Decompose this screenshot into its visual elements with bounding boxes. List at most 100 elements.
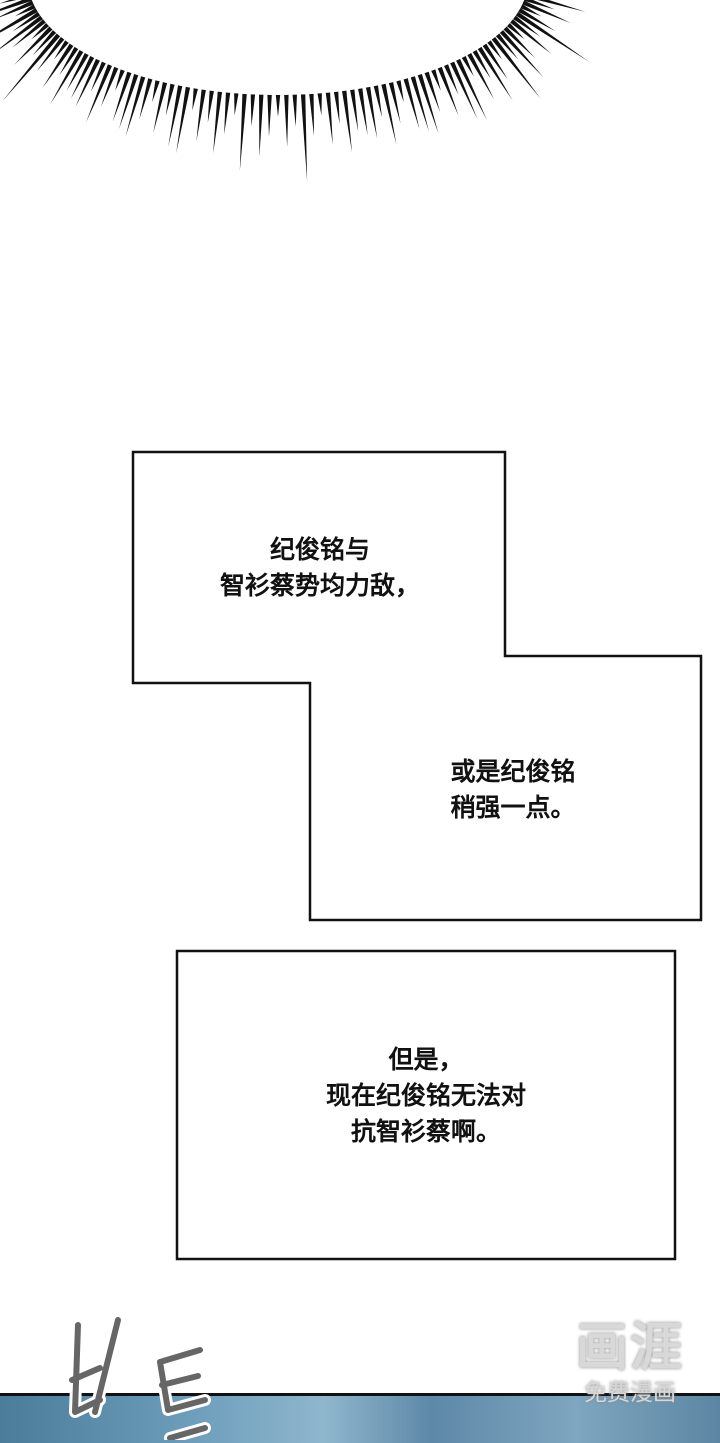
burst-ray <box>213 91 223 154</box>
burst-ray <box>396 80 404 103</box>
burst-ray <box>515 11 590 62</box>
burst-ray <box>373 85 382 118</box>
burst-ray <box>259 94 264 157</box>
burst-ray <box>14 26 53 65</box>
caption-line: 稍强一点。 <box>450 793 576 822</box>
burst-ray <box>50 49 84 105</box>
burst-ray <box>15 4 36 17</box>
caption-line: 抗智衫蔡啊。 <box>350 1117 501 1146</box>
caption-1: 纪俊铭与 智衫蔡势均力敌， <box>200 532 440 604</box>
burst-ray <box>0 0 33 11</box>
burst-ray <box>333 91 340 124</box>
burst-ray <box>424 71 441 113</box>
burst-ray <box>365 86 378 139</box>
burst-ray <box>100 66 119 107</box>
burst-ray <box>410 76 429 132</box>
burst-ray <box>165 83 175 116</box>
burst-ray <box>503 26 535 58</box>
caption-line: 纪俊铭与 <box>269 535 370 564</box>
burst-ray <box>518 8 556 32</box>
burst-ray <box>461 55 474 77</box>
speed-burst-lines <box>0 0 590 182</box>
burst-ray <box>153 82 168 134</box>
burst-ray <box>491 36 541 100</box>
burst-ray <box>309 93 315 136</box>
text-box-2 <box>175 949 677 1261</box>
burst-ray <box>388 82 401 124</box>
burst-ray <box>125 76 146 137</box>
burst-ray <box>31 22 50 40</box>
burst-ray <box>358 88 368 136</box>
burst-ray <box>381 83 397 145</box>
burst-ray <box>239 93 247 171</box>
next-panel-scene <box>0 1393 720 1443</box>
caption-3: 但是， 现在纪俊铭无法对 抗智衫蔡啊。 <box>296 1042 556 1150</box>
panel-borders <box>131 450 703 1261</box>
burst-ray <box>520 4 541 17</box>
burst-ray <box>325 92 333 145</box>
burst-ray <box>32 30 57 56</box>
text-box-1 <box>131 450 703 922</box>
burst-ray <box>477 46 513 101</box>
burst-ray <box>284 94 289 147</box>
burst-ray <box>499 30 544 78</box>
burst-ray <box>300 94 308 182</box>
burst-ray <box>513 15 541 37</box>
burst-ray <box>403 78 420 130</box>
burst-ray <box>86 64 112 123</box>
burst-ray <box>224 92 231 135</box>
burst-ray <box>207 90 214 123</box>
watermark: 画涯 免费漫画 <box>576 1318 684 1408</box>
caption-line: 或是纪俊铭 <box>450 757 576 786</box>
burst-ray <box>437 66 459 117</box>
burst-ray <box>275 95 281 117</box>
burst-ray <box>292 94 297 127</box>
burst-ray <box>139 78 153 120</box>
burst-ray <box>456 58 487 121</box>
sfx-lettering <box>66 1314 211 1440</box>
burst-ray <box>506 22 525 40</box>
burst-ray <box>472 49 491 79</box>
caption-line: 智衫蔡势均力敌， <box>219 571 420 600</box>
burst-ray <box>2 33 61 102</box>
burst-ray <box>42 43 74 88</box>
burst-ray <box>487 40 502 60</box>
burst-ray <box>444 64 459 95</box>
burst-ray <box>0 8 38 33</box>
burst-ray <box>112 71 132 122</box>
burst-ray <box>192 88 198 111</box>
burst-ray <box>0 0 34 18</box>
burst-ray <box>467 52 495 100</box>
burst-ray <box>168 85 183 147</box>
burst-ray <box>66 52 89 91</box>
burst-ray <box>75 58 100 107</box>
caption-line: 现在纪俊铭无法对 <box>325 1081 526 1110</box>
burst-ray <box>495 33 519 60</box>
caption-2: 或是纪俊铭 稍强一点。 <box>413 754 613 826</box>
burst-ray <box>152 80 160 103</box>
burst-ray <box>118 74 139 130</box>
caption-line: 但是， <box>388 1045 464 1074</box>
burst-ray <box>317 93 322 116</box>
burst-ray <box>537 0 586 12</box>
watermark-subtitle: 免费漫画 <box>583 1380 676 1406</box>
burst-ray <box>90 61 106 92</box>
burst-ray <box>12 19 46 48</box>
burst-ray <box>417 74 439 134</box>
burst-ray <box>523 0 555 10</box>
burst-ray <box>54 40 69 60</box>
burst-ray <box>0 0 17 4</box>
burst-ray <box>267 94 272 137</box>
burst-ray <box>36 36 65 72</box>
burst-ray <box>350 89 359 132</box>
burst-ray <box>12 11 41 32</box>
burst-ray <box>510 19 552 55</box>
burst-ray <box>522 0 571 24</box>
burst-ray <box>450 61 478 120</box>
burst-ray <box>196 89 206 142</box>
burst-ray <box>431 69 441 91</box>
burst-ray <box>70 55 95 99</box>
burst-ray <box>342 90 352 153</box>
burst-ray <box>176 86 191 154</box>
watermark-title: 画涯 <box>575 1318 684 1378</box>
